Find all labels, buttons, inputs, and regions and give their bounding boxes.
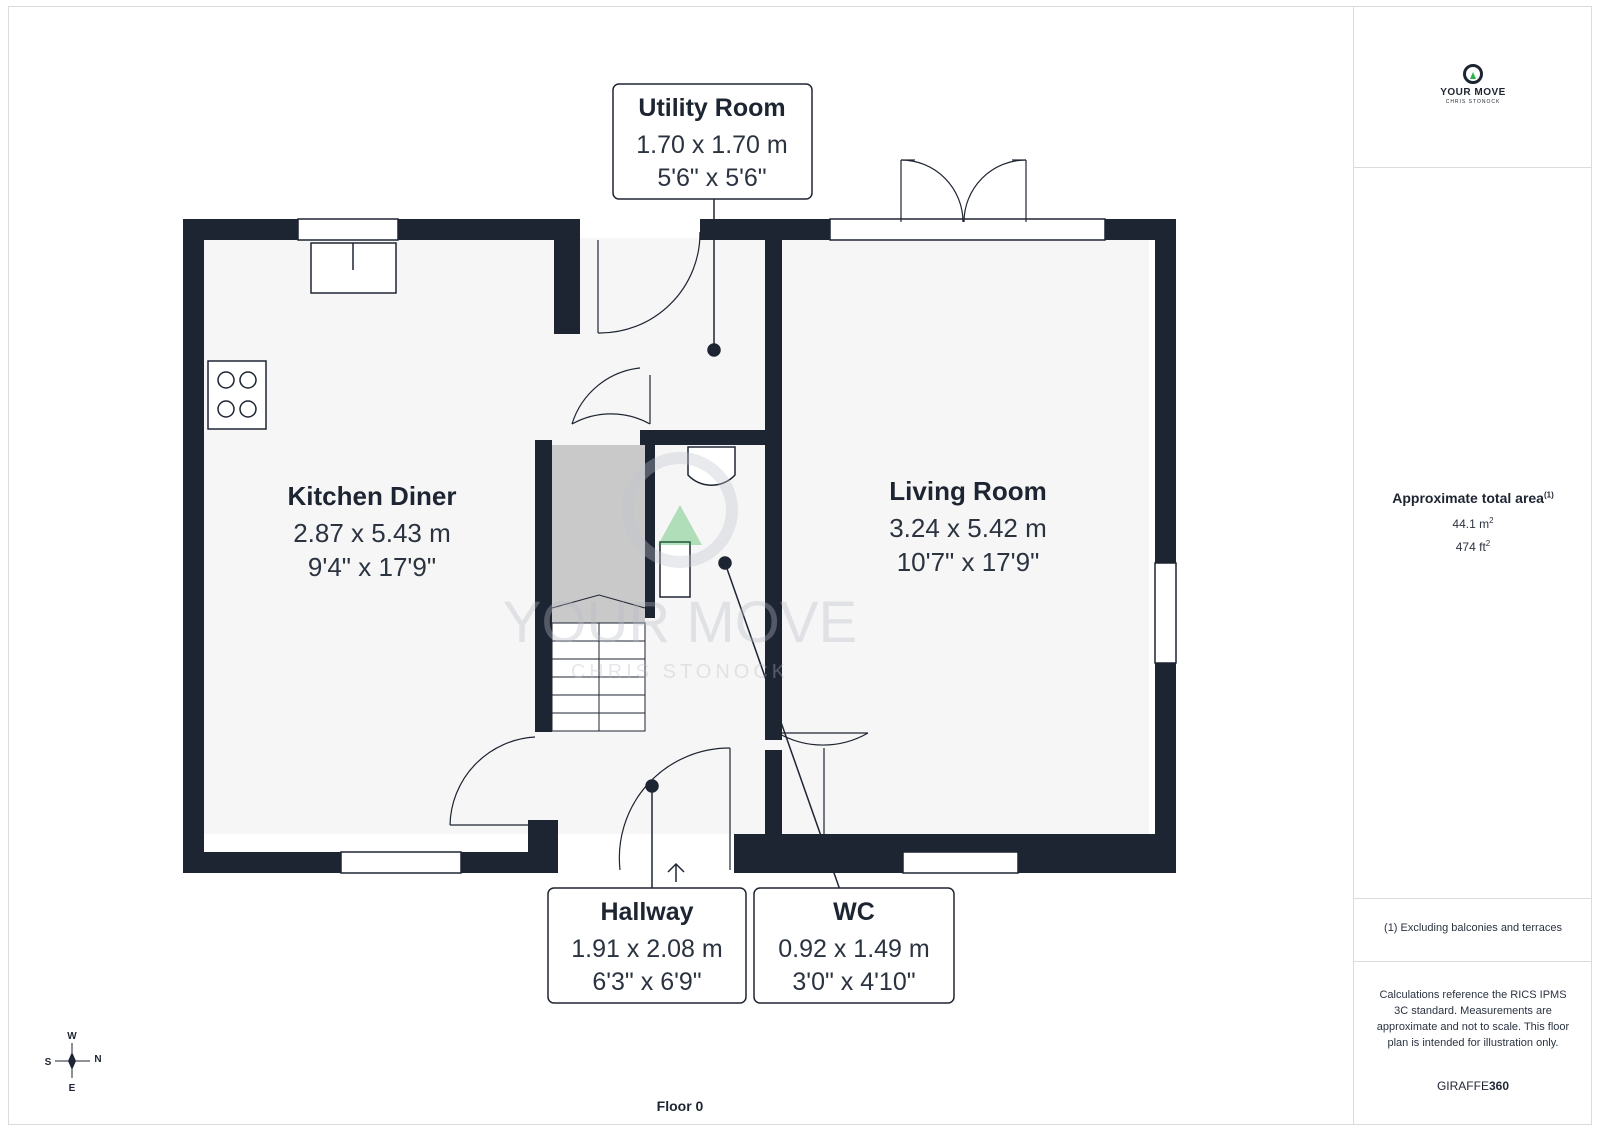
watermark: YOUR MOVE CHRIS STONOCK (503, 452, 858, 683)
wall-hall-pier (528, 820, 558, 873)
room-label-hallway: Hallway 1.91 x 2.08 m 6'3" x 6'9" (547, 887, 747, 1004)
room-metric: 1.70 x 1.70 m (636, 131, 787, 159)
logo-icon (1463, 64, 1483, 84)
credit-part2: 360 (1488, 1079, 1510, 1093)
sidebar-divider (1354, 898, 1592, 899)
window-living-north (829, 218, 1106, 241)
room-label-wc: WC 0.92 x 1.49 m 3'0" x 4'10" (753, 887, 955, 1004)
logo-line1: YOUR MOVE (1440, 87, 1506, 98)
wall-stair-west (535, 440, 552, 732)
window-living-east (1154, 562, 1177, 664)
logo-line2: CHRIS STONOCK (1445, 99, 1501, 105)
room-label-living: Living Room 3.24 x 5.42 m 10'7" x 17'9" (889, 476, 1047, 577)
staircase (551, 445, 646, 732)
leader-lines (645, 195, 841, 891)
area-footnote-mark: (1) (1543, 490, 1554, 500)
room-imperial: 10'7" x 17'9" (897, 547, 1040, 577)
room-metric: 0.92 x 1.49 m (778, 935, 929, 963)
sidebar-divider (1354, 167, 1592, 168)
wall-east (1155, 219, 1176, 873)
compass-n: N (94, 1054, 101, 1065)
area-metric: 44.1 m (1452, 517, 1490, 531)
toilet (687, 446, 736, 487)
window-living-south (902, 851, 1019, 874)
credit: GIRAFFE360 (1354, 1079, 1592, 1093)
door-utility (597, 231, 701, 334)
room-imperial: 6'3" x 6'9" (592, 968, 701, 996)
door-hall-kitchen (449, 736, 536, 826)
disclaimer: Calculations reference the RICS IPMS 3C … (1376, 989, 1570, 1049)
room-metric: 1.91 x 2.08 m (571, 935, 722, 963)
area-imperial-unit-sup: 2 (1485, 539, 1491, 548)
wc-basin (659, 541, 691, 598)
window-kitchen-north (297, 218, 399, 241)
compass-icon: W E S N (45, 1031, 102, 1094)
window-kitchen-south (340, 851, 462, 874)
french-doors (900, 160, 1027, 222)
brand-logo: YOUR MOVE CHRIS STONOCK (1354, 64, 1592, 105)
wall-wc-north (640, 430, 770, 445)
room-metric: 2.87 x 5.43 m (293, 518, 451, 548)
compass-s: S (45, 1057, 52, 1068)
footnote: (1) Excluding balconies and terraces (1384, 922, 1562, 934)
floor-areas (202, 238, 1149, 850)
wall-west (183, 219, 204, 873)
room-imperial: 9'4" x 17'9" (308, 552, 436, 582)
room-name: Kitchen Diner (287, 481, 456, 511)
info-sidebar: YOUR MOVE CHRIS STONOCK Approximate tota… (1353, 6, 1592, 1125)
wall-utility-west (554, 219, 580, 334)
floor-label: Floor 0 (657, 1098, 704, 1114)
fixtures (207, 242, 736, 598)
windows (297, 218, 1177, 874)
room-imperial: 3'0" x 4'10" (792, 968, 915, 996)
credit-part1: GIRAFFE (1436, 1079, 1489, 1093)
compass-e: E (69, 1083, 76, 1094)
room-name: Hallway (600, 898, 693, 926)
room-name: WC (833, 898, 875, 926)
door-kitchen-hall (571, 413, 651, 425)
room-name: Utility Room (638, 94, 785, 122)
watermark-line1: YOUR MOVE (503, 590, 858, 655)
room-label-utility: Utility Room 1.70 x 1.70 m 5'6" x 5'6" (612, 83, 813, 200)
hob (207, 360, 267, 430)
watermark-line2: CHRIS STONOCK (571, 661, 789, 683)
sidebar-divider (1354, 961, 1592, 962)
wall-stair-east (645, 440, 655, 618)
door-wc (777, 732, 869, 746)
area-metric-unit-sup: 2 (1489, 516, 1494, 525)
area-heading: Approximate total area (1392, 490, 1544, 506)
area-imperial: 474 ft (1455, 540, 1486, 554)
area-block: Approximate total area(1) 44.1 m2 474 ft… (1354, 490, 1592, 554)
wall-living-west-lower (765, 750, 782, 850)
compass-w: W (67, 1031, 77, 1042)
watermark-logo-icon (658, 505, 702, 545)
room-imperial: 5'6" x 5'6" (657, 164, 766, 192)
wall-living-west (765, 240, 782, 740)
entrance-arrow-icon (667, 862, 685, 882)
room-name: Living Room (889, 476, 1046, 506)
room-label-kitchen: Kitchen Diner 2.87 x 5.43 m 9'4" x 17'9" (287, 481, 456, 582)
room-metric: 3.24 x 5.42 m (889, 513, 1047, 543)
page-frame (8, 6, 1592, 1125)
wall-north-mid (700, 219, 830, 240)
